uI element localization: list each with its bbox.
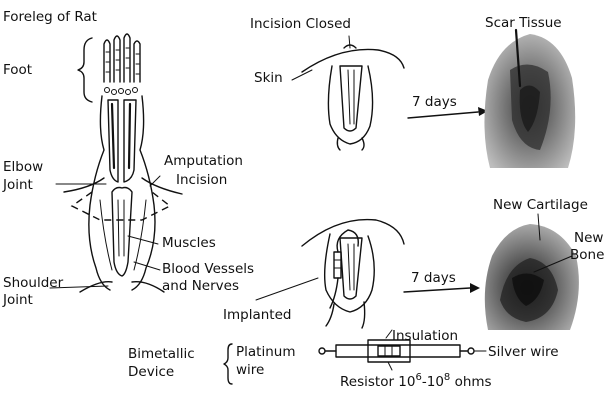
- elbow-label-line1: Elbow: [3, 159, 43, 175]
- closed-stump-drawing: [292, 36, 488, 150]
- implanted-label: Implanted: [223, 307, 291, 323]
- new-bone-label-line1: New: [574, 230, 603, 246]
- insulation-label: Insulation: [392, 328, 458, 344]
- resistor-unit: ohms: [450, 374, 491, 390]
- days-top-label: 7 days: [412, 94, 457, 110]
- platinum-wire-label-line2: wire: [236, 362, 264, 378]
- amputation-label-line2: Incision: [176, 172, 227, 188]
- elbow-label-line2: Joint: [2, 177, 33, 193]
- platinum-wire-label-line1: Platinum: [236, 344, 295, 360]
- resistor-label: Resistor 106-108 ohms: [340, 372, 492, 390]
- muscles-label: Muscles: [162, 235, 216, 251]
- bimetallic-label-line2: Device: [128, 364, 174, 380]
- shoulder-label-line2: Joint: [2, 292, 33, 308]
- new-bone-label-line2: Bone: [570, 247, 604, 263]
- amputation-label-line1: Amputation: [164, 153, 243, 169]
- foot-toes: [104, 34, 140, 95]
- foreleg-drawing: [50, 34, 182, 292]
- resistor-label-base: Resistor 10: [340, 374, 415, 390]
- new-bone-photo: [485, 214, 579, 330]
- foreleg-title: Foreleg of Rat: [3, 9, 97, 25]
- foot-label: Foot: [3, 62, 32, 78]
- scar-tissue-photo: [484, 30, 575, 168]
- scar-tissue-label: Scar Tissue: [485, 15, 562, 31]
- incision-closed-label: Incision Closed: [250, 16, 351, 32]
- blood-vessels-label-line1: Blood Vessels: [162, 261, 254, 277]
- resistor-range-dash: -10: [422, 374, 444, 390]
- bimetallic-label-line1: Bimetallic: [128, 346, 195, 362]
- days-bottom-label: 7 days: [411, 270, 456, 286]
- blood-vessels-label-line2: and Nerves: [162, 278, 239, 294]
- skin-label: Skin: [254, 70, 283, 86]
- new-cartilage-label: New Cartilage: [493, 197, 588, 213]
- silver-wire-label: Silver wire: [488, 344, 559, 360]
- shoulder-label-line1: Shoulder: [3, 275, 64, 291]
